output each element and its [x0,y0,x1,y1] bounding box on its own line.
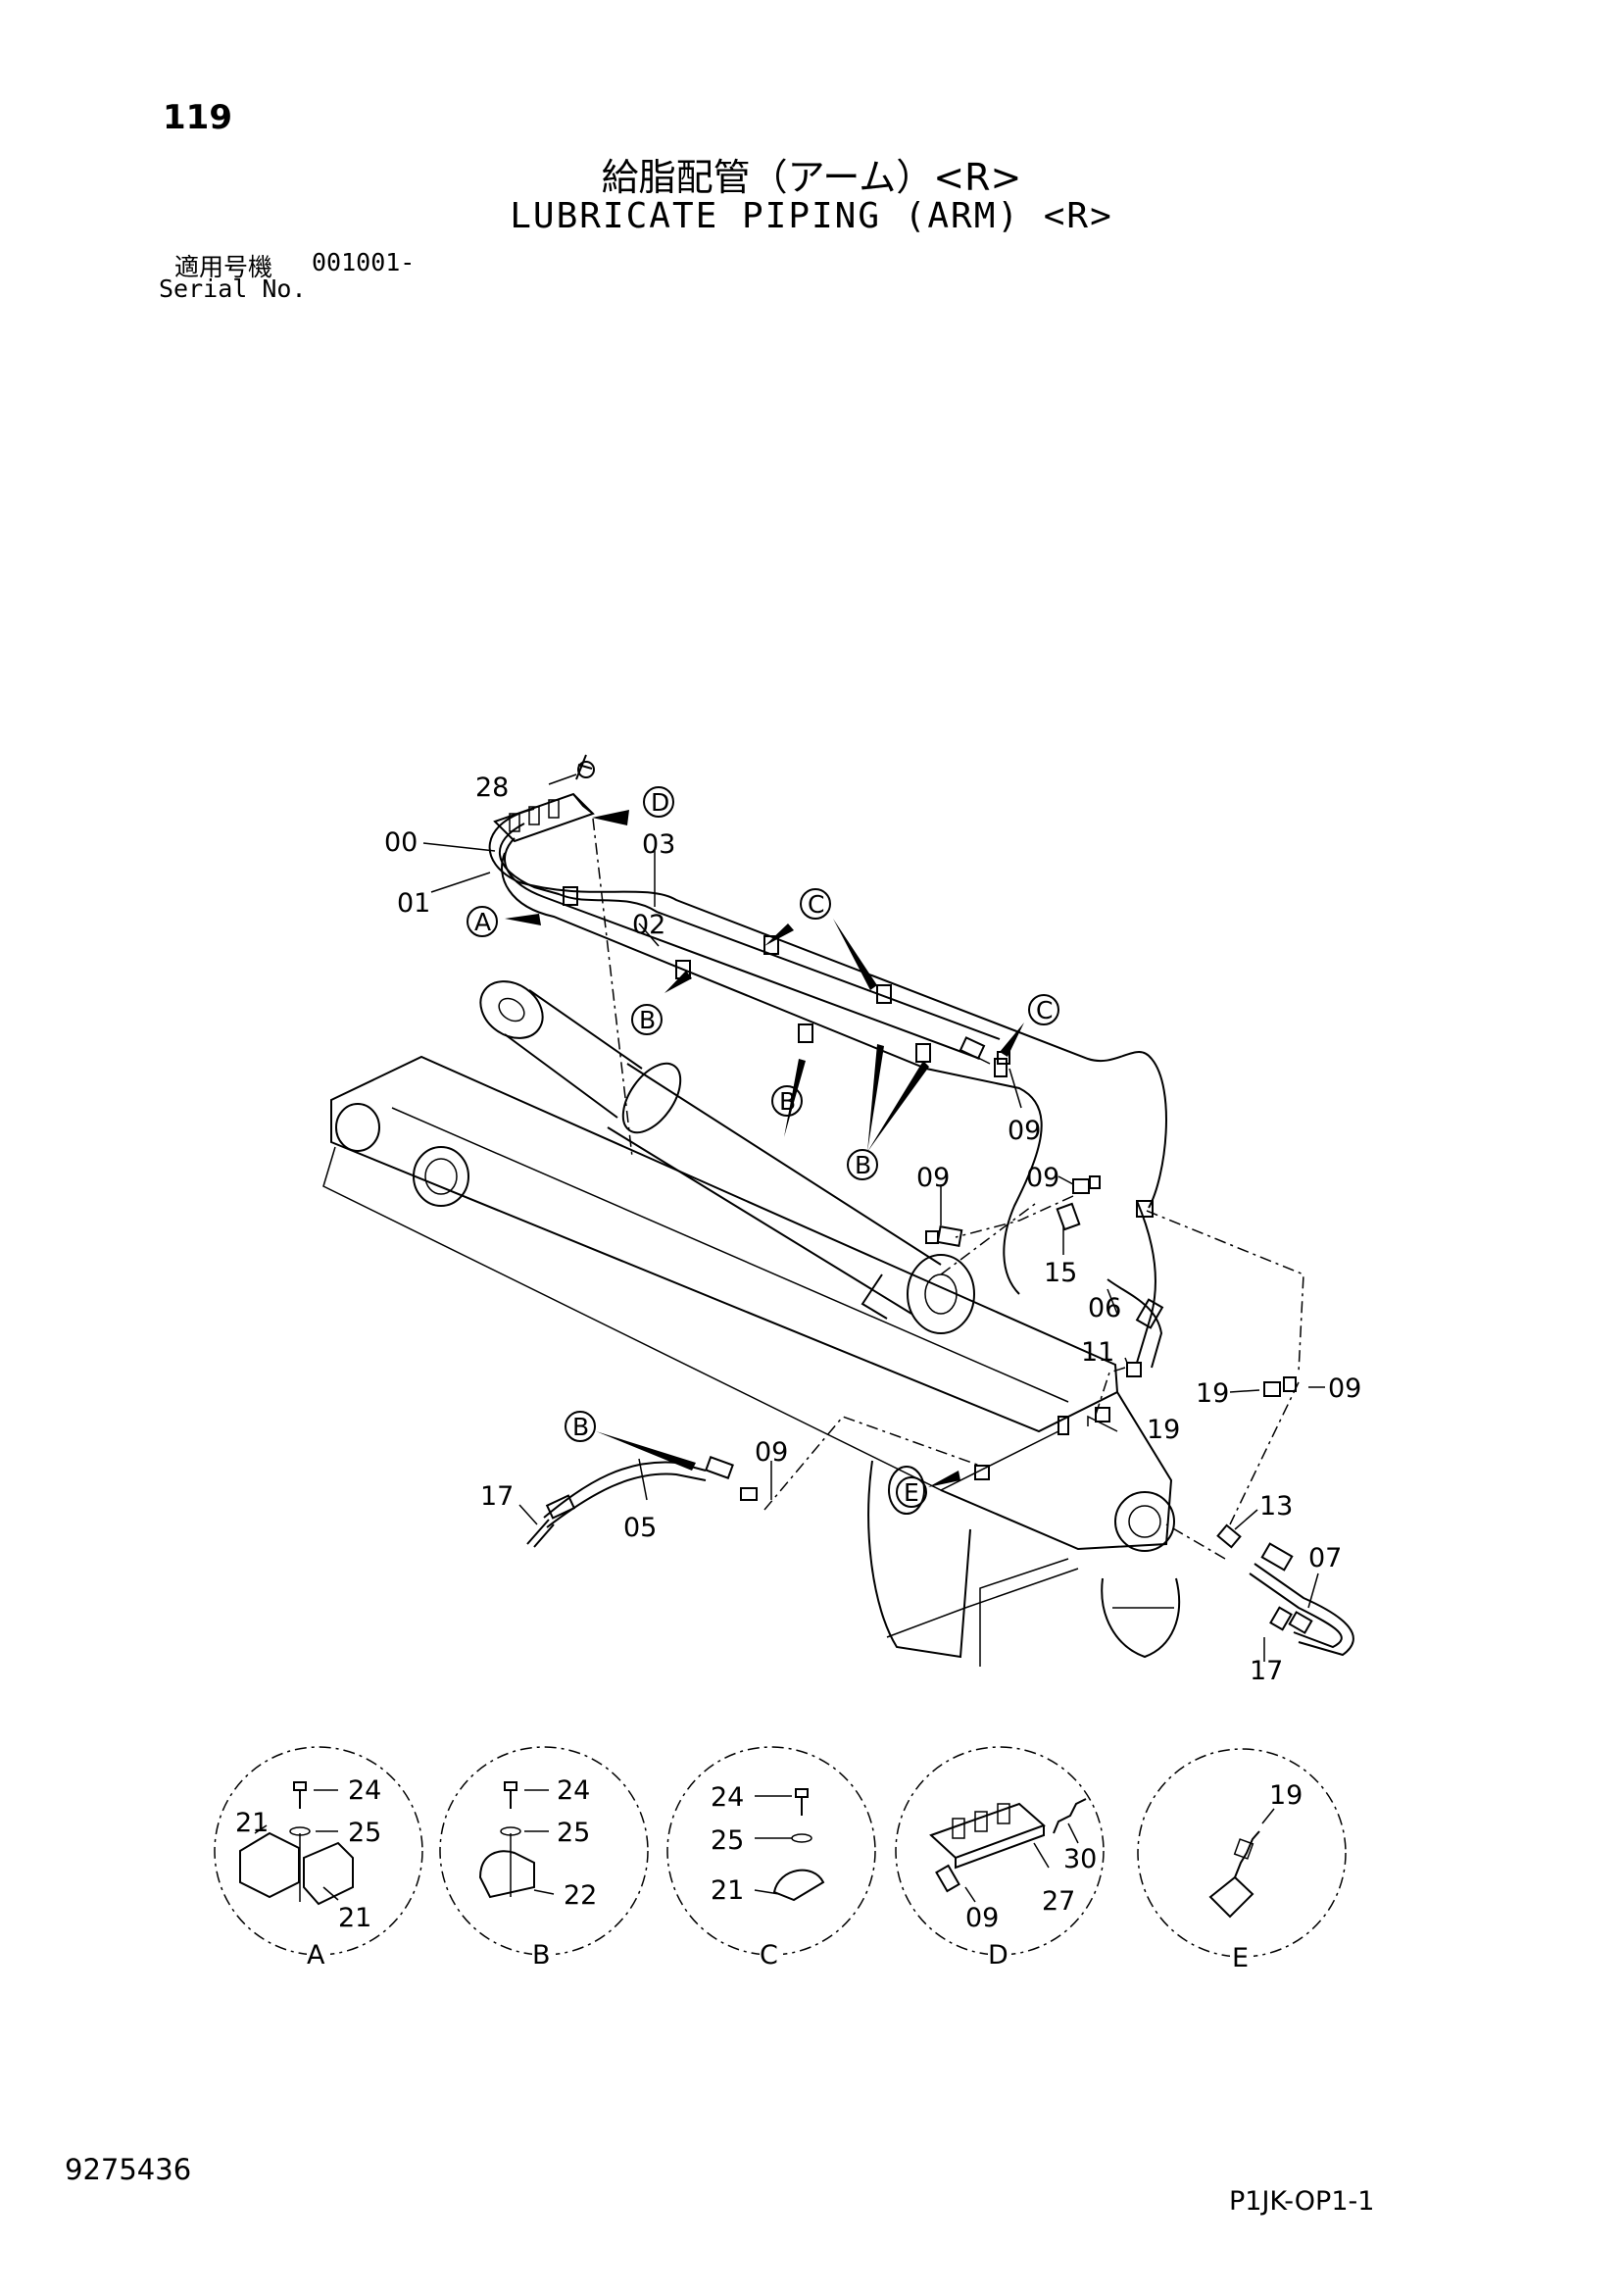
part-label-15: 15 [1044,1258,1077,1288]
leader-lines [422,774,1325,1662]
part-label-07: 07 [1308,1543,1342,1573]
detail-d-letter: D [988,1940,1008,1971]
callout-b: B [572,1413,589,1441]
part-label-00: 00 [384,827,418,858]
arm-cylinder [479,980,975,1334]
detail-view-d: 30 09 27 D [895,1746,1105,1971]
detail-c-letter: C [760,1940,778,1971]
callout-c: C [1036,996,1053,1024]
detail-view-b: 24 25 22 B [439,1746,649,1971]
serial-label-japanese: 適用号機 [174,253,273,281]
title-english: LUBRICATE PIPING (ARM) <R> [510,196,1113,236]
part-label-09: 09 [1328,1373,1361,1404]
title-japanese: 給脂配管（アーム）<R> [601,156,1022,199]
detail-c-label-24: 24 [711,1782,744,1813]
serial-number-value: 001001- [312,248,416,276]
detail-d-label-30: 30 [1063,1844,1097,1874]
detail-e-letter: E [1232,1943,1249,1973]
lube-pipes-upper [488,808,1167,1369]
routing-dashed-lines [592,818,1304,1560]
callout-d: D [651,788,669,817]
document-code: 9275436 [65,2153,192,2186]
part-label-09: 09 [1026,1163,1059,1193]
detail-view-a: 24 21 25 21 A [214,1746,423,1971]
detail-c-label-25: 25 [711,1825,744,1856]
part-label-09: 09 [755,1437,788,1468]
part-label-06: 06 [1088,1293,1121,1323]
detail-a-label-21: 21 [235,1808,269,1838]
detail-view-e: 19 E [1137,1748,1347,1973]
sheet-code: P1JK-OP1-1 [1229,2186,1375,2217]
detail-b-letter: B [532,1940,551,1971]
page-number: 119 [163,98,232,137]
arm-structure [322,1055,1181,1667]
detail-a-label-21: 21 [338,1903,371,1933]
callout-arrows [505,810,1024,1487]
lube-pipes-lower [526,1461,1354,1657]
detail-d-label-09: 09 [965,1903,999,1933]
part-label-28: 28 [475,773,509,803]
part-label-01: 01 [397,888,430,919]
callout-circles: A B B B B C C D E [467,786,1059,1508]
detail-a-label-24: 24 [348,1775,381,1806]
part-label-19: 19 [1196,1378,1229,1409]
part-label-11: 11 [1081,1337,1114,1368]
callout-b: B [639,1006,656,1034]
part-label-09: 09 [916,1163,950,1193]
part-label-13: 13 [1259,1491,1293,1522]
detail-b-label-24: 24 [557,1775,590,1806]
detail-e-label-19: 19 [1269,1780,1303,1811]
detail-a-label-25: 25 [348,1818,381,1848]
callout-b: B [855,1151,871,1179]
detail-b-label-25: 25 [557,1818,590,1848]
part-labels: 28 00 01 03 02 09 09 09 15 06 11 19 09 1… [384,773,1361,1686]
grease-block [493,754,595,843]
detail-c-label-21: 21 [711,1875,744,1906]
detail-view-c: 24 25 21 C [666,1746,876,1971]
serial-label-english: Serial No. [159,275,307,303]
part-label-17: 17 [480,1481,514,1512]
part-label-19: 19 [1147,1415,1180,1445]
callout-c: C [808,890,824,919]
detail-d-label-27: 27 [1042,1886,1075,1917]
callout-e: E [904,1478,919,1507]
part-label-17: 17 [1250,1656,1283,1686]
part-label-05: 05 [623,1513,657,1543]
detail-b-label-22: 22 [564,1880,597,1911]
part-label-03: 03 [642,829,675,860]
callout-b: B [779,1087,796,1116]
part-label-09: 09 [1008,1116,1041,1146]
callout-a: A [474,908,491,936]
detail-a-letter: A [307,1940,325,1971]
part-label-02: 02 [632,910,665,940]
pipe-fittings [545,1036,1313,1634]
